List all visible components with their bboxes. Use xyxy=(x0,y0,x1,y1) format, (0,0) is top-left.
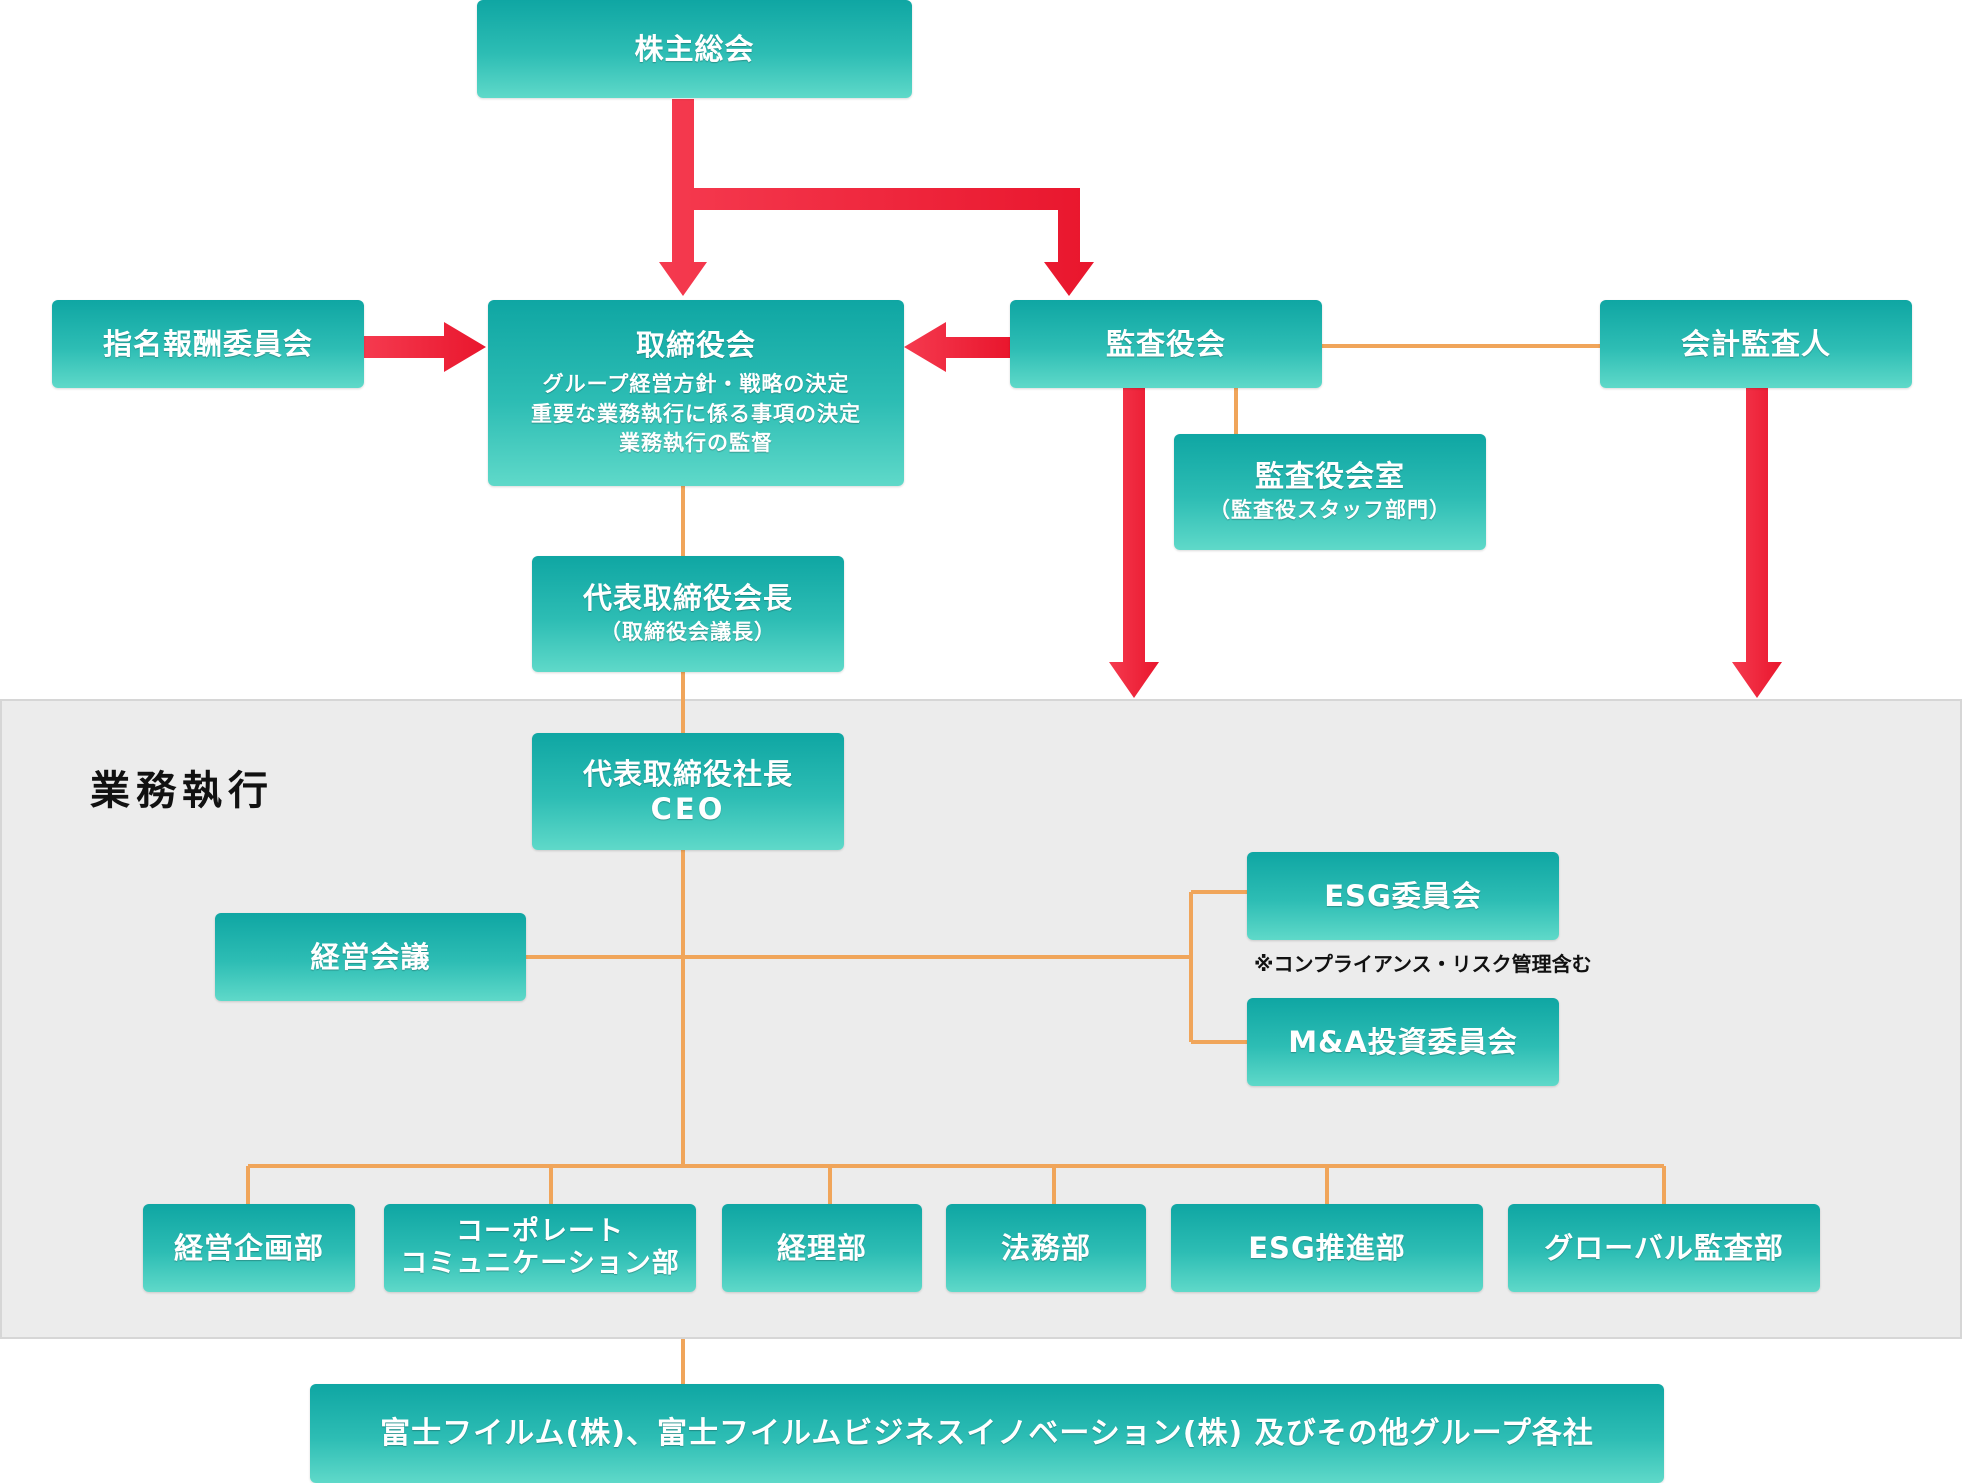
dept-corporate-communications-box[interactable]: コーポレート コミュニケーション部 xyxy=(384,1204,696,1292)
board-label: 取締役会 xyxy=(635,327,756,362)
chairman-sublabel: （取締役会議長） xyxy=(600,619,776,644)
board-box[interactable]: 取締役会 グループ経営方針・戦略の決定 重要な業務執行に係る事項の決定 業務執行… xyxy=(488,300,904,486)
esg-committee-box[interactable]: ESG委員会 xyxy=(1247,852,1559,940)
arrow-shareholders-branch xyxy=(659,99,1094,296)
dept-global-audit-label: グローバル監査部 xyxy=(1544,1230,1784,1265)
nomination-committee-label: 指名報酬委員会 xyxy=(102,326,313,361)
exec-area-label: 業務執行 xyxy=(90,768,274,814)
arrow-audit-to-exec xyxy=(1109,388,1159,698)
dept-esg-promotion-label: ESG推進部 xyxy=(1248,1230,1406,1265)
dept-corporate-planning-label: 経営企画部 xyxy=(173,1230,324,1265)
board-duty-decisions: 重要な業務執行に係る事項の決定 xyxy=(531,401,861,426)
audit-board-label: 監査役会 xyxy=(1105,326,1226,361)
line-committees-bracket xyxy=(1189,890,1247,1044)
esg-committee-label: ESG委員会 xyxy=(1324,878,1482,913)
dept-corporate-planning-box[interactable]: 経営企画部 xyxy=(143,1204,355,1292)
ma-committee-box[interactable]: M&A投資委員会 xyxy=(1247,998,1559,1086)
chairman-label: 代表取締役会長 xyxy=(582,580,793,615)
board-duty-strategy: グループ経営方針・戦略の決定 xyxy=(542,372,850,397)
president-box[interactable]: 代表取締役社長 CEO xyxy=(532,733,844,850)
audit-office-label: 監査役会室 xyxy=(1254,458,1405,493)
line-dept-drops xyxy=(246,1166,1666,1204)
nomination-committee-box[interactable]: 指名報酬委員会 xyxy=(52,300,364,388)
dept-legal-label: 法務部 xyxy=(1000,1230,1091,1265)
connector-lines xyxy=(246,344,1666,1384)
audit-board-box[interactable]: 監査役会 xyxy=(1010,300,1322,388)
management-meeting-label: 経営会議 xyxy=(310,939,431,974)
arrow-accounting-to-exec xyxy=(1732,388,1782,698)
accounting-auditor-box[interactable]: 会計監査人 xyxy=(1600,300,1912,388)
dept-legal-box[interactable]: 法務部 xyxy=(946,1204,1146,1292)
dept-corporate-communications-label-1: コーポレート xyxy=(456,1215,624,1247)
arrow-audit-to-board xyxy=(904,322,1010,372)
ma-committee-label: M&A投資委員会 xyxy=(1288,1024,1518,1059)
audit-office-sublabel: （監査役スタッフ部門） xyxy=(1209,497,1451,522)
president-sublabel: CEO xyxy=(650,791,726,826)
shareholders-box[interactable]: 株主総会 xyxy=(477,0,912,98)
management-meeting-box[interactable]: 経営会議 xyxy=(215,913,526,1001)
dept-esg-promotion-box[interactable]: ESG推進部 xyxy=(1171,1204,1483,1292)
arrow-nomination-to-board xyxy=(364,322,486,372)
president-label: 代表取締役社長 xyxy=(582,756,793,791)
accounting-auditor-label: 会計監査人 xyxy=(1680,326,1831,361)
dept-accounting-label: 経理部 xyxy=(776,1230,867,1265)
dept-accounting-box[interactable]: 経理部 xyxy=(722,1204,922,1292)
board-duty-oversight: 業務執行の監督 xyxy=(619,431,773,456)
esg-committee-note: ※コンプライアンス・リスク管理含む xyxy=(1254,952,1592,976)
group-companies-box[interactable]: 富士フイルム(株)、富士フイルムビジネスイノベーション(株) 及びその他グループ… xyxy=(310,1384,1664,1483)
audit-office-box[interactable]: 監査役会室 （監査役スタッフ部門） xyxy=(1174,434,1486,550)
red-arrows xyxy=(364,99,1782,698)
dept-global-audit-box[interactable]: グローバル監査部 xyxy=(1508,1204,1820,1292)
group-companies-label: 富士フイルム(株)、富士フイルムビジネスイノベーション(株) 及びその他グループ… xyxy=(380,1415,1594,1451)
dept-corporate-communications-label-2: コミュニケーション部 xyxy=(400,1248,680,1279)
shareholders-label: 株主総会 xyxy=(634,31,755,66)
chairman-box[interactable]: 代表取締役会長 （取締役会議長） xyxy=(532,556,844,672)
